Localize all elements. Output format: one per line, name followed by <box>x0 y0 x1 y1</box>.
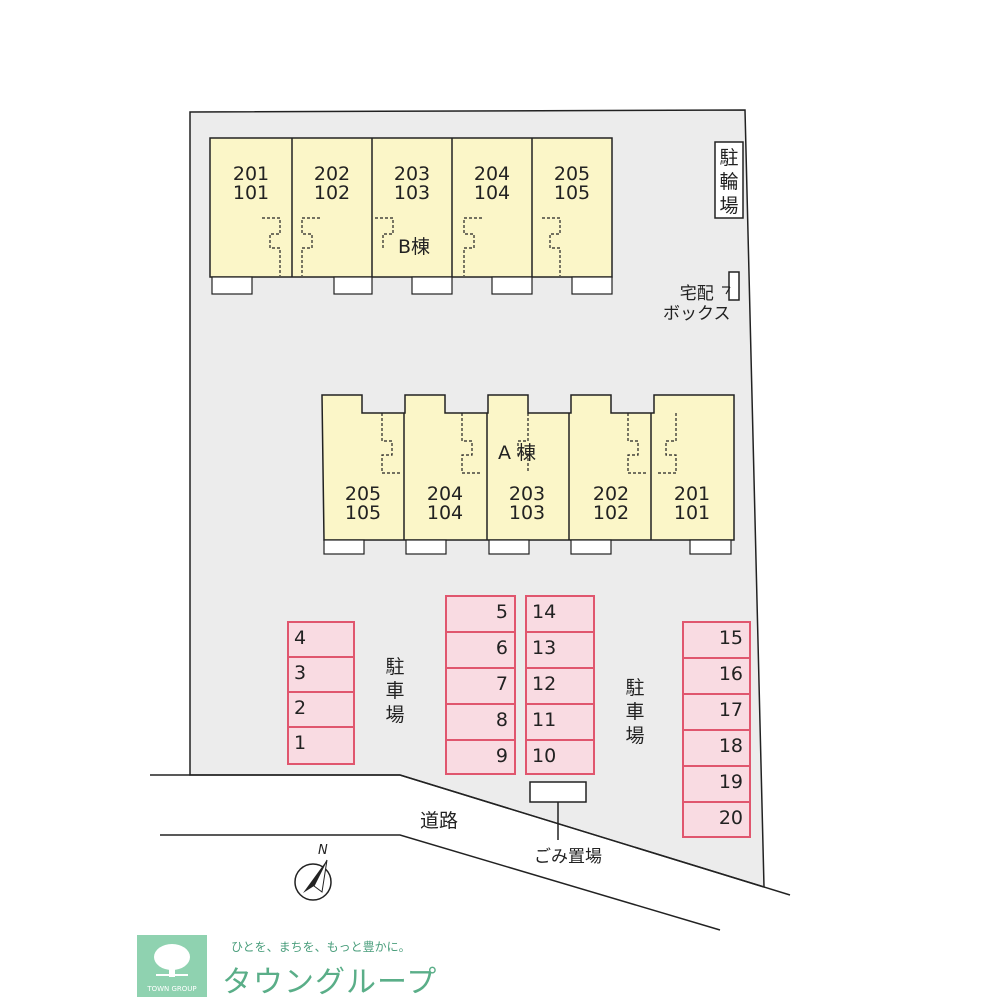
parking-space: 16 <box>682 657 751 695</box>
logo-text: TOWN GROUP <box>147 985 197 993</box>
parking-space: 17 <box>682 693 751 731</box>
town-group-logo: TOWN GROUP <box>137 935 207 997</box>
unit-upper: 202 <box>313 163 351 185</box>
unit-lower: 105 <box>553 182 591 204</box>
unit-a-3: 203 103 <box>487 485 567 523</box>
unit-upper: 204 <box>426 483 464 505</box>
bicycle-parking-shape <box>714 141 744 219</box>
unit-lower: 102 <box>592 502 630 524</box>
building-a-shape <box>321 394 735 555</box>
unit-lower: 101 <box>673 502 711 524</box>
unit-lower: 101 <box>232 182 270 204</box>
unit-lower: 102 <box>313 182 351 204</box>
parking-space: 3 <box>287 656 355 693</box>
parking-space: 20 <box>682 801 751 838</box>
compass-north-label: N <box>318 843 328 858</box>
unit-b-2: 202 102 <box>292 165 372 203</box>
parking-space: 15 <box>682 621 751 659</box>
parking-space: 4 <box>287 621 355 658</box>
unit-upper: 203 <box>393 163 431 185</box>
unit-a-1: 205 105 <box>323 485 403 523</box>
parking-space: 2 <box>287 691 355 728</box>
parking-space: 5 <box>445 595 516 633</box>
unit-b-5: 205 105 <box>532 165 612 203</box>
unit-b-1: 201 101 <box>211 165 291 203</box>
unit-lower: 103 <box>393 182 431 204</box>
garbage-label: ごみ置場 <box>534 847 602 867</box>
delivery-box-label: 宅配 ボックス <box>663 284 731 324</box>
parking-label-left: 駐車場 <box>384 655 406 727</box>
unit-a-4: 202 102 <box>571 485 651 523</box>
compass-icon <box>294 859 332 901</box>
unit-lower: 103 <box>508 502 546 524</box>
unit-b-3: 203 103 <box>372 165 452 203</box>
parking-label-text: 駐車場 <box>385 656 405 726</box>
building-a-name: A 棟 <box>498 442 537 464</box>
unit-lower: 105 <box>344 502 382 524</box>
unit-lower: 104 <box>426 502 464 524</box>
unit-upper: 204 <box>473 163 511 185</box>
unit-a-5: 201 101 <box>652 485 732 523</box>
parking-space: 6 <box>445 631 516 669</box>
road-edge-upper <box>150 774 791 896</box>
bicycle-parking-text: 駐輪場 <box>719 147 739 217</box>
parking-space: 9 <box>445 739 516 775</box>
parking-space: 12 <box>525 667 595 705</box>
unit-upper: 205 <box>553 163 591 185</box>
parking-space: 13 <box>525 631 595 669</box>
unit-b-4: 204 104 <box>452 165 532 203</box>
parking-space: 11 <box>525 703 595 741</box>
unit-upper: 202 <box>592 483 630 505</box>
parking-label-right: 駐車場 <box>624 676 646 748</box>
road-edge-lower <box>160 834 721 931</box>
bicycle-parking-label: 駐輪場 <box>718 146 740 218</box>
parking-label-text: 駐車場 <box>625 677 645 747</box>
unit-upper: 201 <box>673 483 711 505</box>
parking-space: 7 <box>445 667 516 705</box>
brand-name: タウングループ <box>222 965 438 1000</box>
building-b-shape <box>209 137 613 295</box>
parking-space: 18 <box>682 729 751 767</box>
parking-space: 1 <box>287 726 355 765</box>
unit-upper: 203 <box>508 483 546 505</box>
parking-space: 14 <box>525 595 595 633</box>
unit-upper: 201 <box>232 163 270 185</box>
parking-space: 8 <box>445 703 516 741</box>
delivery-box-shape <box>728 271 740 301</box>
road-label: 道路 <box>420 810 459 832</box>
garbage-area-shape <box>529 781 587 803</box>
unit-lower: 104 <box>473 182 511 204</box>
unit-a-2: 204 104 <box>405 485 485 523</box>
building-b-name: B棟 <box>398 236 431 258</box>
unit-upper: 205 <box>344 483 382 505</box>
tree-icon <box>154 944 190 977</box>
slogan: ひとを、まちを、もっと豊かに。 <box>231 940 411 954</box>
parking-space: 19 <box>682 765 751 803</box>
parking-space: 10 <box>525 739 595 775</box>
